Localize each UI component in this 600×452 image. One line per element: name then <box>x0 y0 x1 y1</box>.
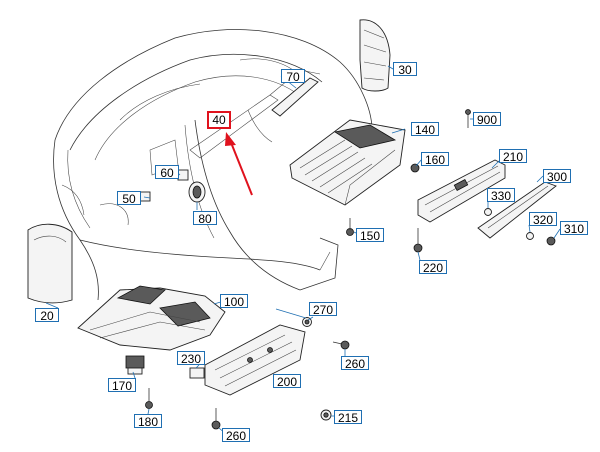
part-100-glovebox <box>77 285 226 351</box>
part-70-trim-strip <box>271 77 319 117</box>
callout-70[interactable]: 70 <box>281 69 305 84</box>
callout-900[interactable]: 900 <box>473 112 501 127</box>
screw-260b-icon <box>211 408 221 430</box>
callout-270[interactable]: 270 <box>309 302 337 317</box>
leader-lines <box>45 65 561 435</box>
callout-30[interactable]: 30 <box>393 62 417 77</box>
part-200-lower-bracket <box>204 324 306 396</box>
callout-310[interactable]: 310 <box>560 221 588 236</box>
screw-260a-icon <box>332 340 350 350</box>
callout-100[interactable]: 100 <box>220 294 248 309</box>
part-300-rail <box>477 181 557 239</box>
callout-200[interactable]: 200 <box>273 374 301 389</box>
red-arrow-icon <box>225 132 253 196</box>
screw-150-icon <box>346 218 354 236</box>
pin-900-icon <box>465 109 471 128</box>
callout-80[interactable]: 80 <box>193 211 217 226</box>
part-40-panel <box>189 94 279 159</box>
callout-320[interactable]: 320 <box>529 212 557 227</box>
screw-310-icon <box>546 236 556 246</box>
part-20-side-cover <box>27 223 73 304</box>
callout-60[interactable]: 60 <box>155 165 179 180</box>
callout-40[interactable]: 40 <box>207 111 231 129</box>
screw-180-icon <box>145 388 153 409</box>
callout-20[interactable]: 20 <box>35 308 59 323</box>
part-80-grommet <box>188 181 206 203</box>
part-170-connector <box>125 355 145 375</box>
nut-270-icon <box>302 317 312 327</box>
callout-260-bottom[interactable]: 260 <box>222 428 250 443</box>
callout-215[interactable]: 215 <box>334 410 362 425</box>
part-140-bracket <box>289 119 406 206</box>
screw-220-icon <box>413 228 423 253</box>
callout-140[interactable]: 140 <box>411 122 439 137</box>
washer-320-icon <box>526 232 534 240</box>
callout-300[interactable]: 300 <box>543 169 571 184</box>
callout-50[interactable]: 50 <box>117 191 141 206</box>
part-210-frame <box>417 159 506 223</box>
callout-220[interactable]: 220 <box>419 260 447 275</box>
callout-170[interactable]: 170 <box>108 378 136 393</box>
fasteners <box>145 109 556 430</box>
callout-160[interactable]: 160 <box>421 152 449 167</box>
callout-330[interactable]: 330 <box>487 188 515 203</box>
callout-150[interactable]: 150 <box>356 228 384 243</box>
callout-180[interactable]: 180 <box>134 414 162 429</box>
part-230-clip <box>189 367 205 379</box>
washer-330-icon <box>484 208 492 216</box>
callout-210[interactable]: 210 <box>499 149 527 164</box>
screw-160-icon <box>410 163 420 173</box>
nut-215-icon <box>320 409 332 421</box>
callout-260-right[interactable]: 260 <box>341 356 369 371</box>
callout-230[interactable]: 230 <box>177 351 205 366</box>
